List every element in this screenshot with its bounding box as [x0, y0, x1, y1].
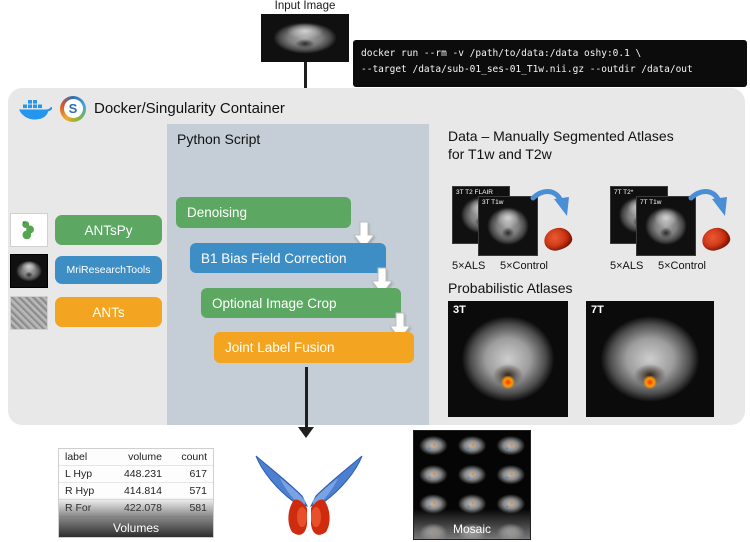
table-fade-overlay — [59, 497, 213, 537]
probabilistic-atlas-label: 3T — [453, 304, 466, 316]
probabilistic-atlas-3t: 3T — [448, 301, 568, 417]
step-bias-field-correction: B1 Bias Field Correction — [190, 243, 386, 273]
step-optional-image-crop: Optional Image Crop — [201, 288, 401, 318]
table-row: R Hyp 414.814 571 — [59, 482, 213, 500]
step-denoising: Denoising — [176, 197, 351, 228]
mriresearchtools-badge: MriResearchTools — [55, 256, 162, 284]
col-volume: volume — [108, 449, 168, 466]
atlas-image-3t-t1w: 3T T1w — [478, 196, 538, 256]
segmentation-arrow-icon — [688, 189, 727, 216]
antspy-logo-icon — [10, 213, 48, 247]
table-row: L Hyp 448.231 617 — [59, 465, 213, 483]
ants-badge: ANTs — [55, 297, 162, 327]
probabilistic-atlas-7t: 7T — [586, 301, 714, 417]
hypothalamus-3d-render — [255, 455, 363, 535]
singularity-icon: S — [60, 95, 86, 122]
input-image-mri — [261, 14, 349, 62]
atlas-image-label: 3T T2 FLAIR — [456, 189, 493, 196]
cell-count: 617 — [167, 465, 213, 483]
output-flow-arrowhead-icon — [298, 427, 314, 438]
data-section-title-line2: for T1w and T2w — [448, 146, 552, 162]
probabilistic-atlas-label: 7T — [591, 304, 604, 316]
mosaic-fade-overlay — [414, 509, 530, 539]
mriresearchtools-logo-icon — [10, 254, 48, 288]
flow-arrow-down-icon — [371, 267, 393, 295]
volumes-caption: Volumes — [112, 521, 160, 535]
atlas-image-label: 7T T2* — [614, 189, 634, 196]
mosaic-output-image: Mosaic — [413, 430, 531, 540]
input-image-label: Input Image — [274, 0, 336, 12]
cell-volume: 414.814 — [108, 482, 168, 500]
atlas-caption-als: 5×ALS — [452, 260, 486, 272]
atlas-image-7t-t1w: 7T T1w — [636, 196, 696, 256]
output-flow-arrow-line — [305, 367, 308, 429]
terminal-line-1: docker run --rm -v /path/to/data:/data o… — [361, 48, 642, 59]
probabilistic-atlases-title: Probabilistic Atlases — [448, 280, 573, 296]
segmentation-arrow-icon — [530, 189, 569, 216]
cell-volume: 448.231 — [108, 465, 168, 483]
atlas-image-label: 3T T1w — [482, 199, 504, 206]
cell-label: R Hyp — [59, 482, 109, 500]
atlas-caption-control: 5×Control — [500, 260, 549, 272]
container-title: Docker/Singularity Container — [94, 100, 285, 117]
cell-label: L Hyp — [59, 465, 109, 483]
volumes-table: label volume count L Hyp 448.231 617 R H… — [58, 448, 214, 538]
container-header: S Docker/Singularity Container — [18, 95, 285, 122]
atlas-image-label: 7T T1w — [640, 199, 662, 206]
python-script-title: Python Script — [177, 131, 261, 147]
col-count: count — [167, 449, 213, 466]
ants-logo-icon — [10, 296, 48, 330]
table-header-row: label volume count — [59, 449, 213, 466]
flow-arrow-down-icon — [353, 221, 375, 249]
data-section-title-line1: Data – Manually Segmented Atlases — [448, 128, 674, 144]
python-script-panel: Python Script Denoising B1 Bias Field Co… — [167, 124, 429, 425]
segmented-structure-3t — [542, 225, 574, 253]
mosaic-caption: Mosaic — [452, 522, 491, 536]
antspy-badge: ANTsPy — [55, 215, 162, 245]
terminal-line-2: --target /data/sub-01_ses-01_T1w.nii.gz … — [361, 64, 693, 76]
segmented-structure-7t — [700, 225, 732, 253]
singularity-letter: S — [63, 99, 83, 118]
docker-whale-icon — [18, 100, 52, 120]
col-label: label — [59, 449, 109, 466]
atlas-caption-als: 5×ALS — [610, 260, 644, 272]
docker-singularity-container: S Docker/Singularity Container ANTsPy Mr… — [8, 88, 745, 425]
step-joint-label-fusion: Joint Label Fusion — [214, 332, 414, 363]
atlas-caption-control: 5×Control — [658, 260, 707, 272]
docker-command-terminal: docker run --rm -v /path/to/data:/data o… — [353, 40, 747, 87]
